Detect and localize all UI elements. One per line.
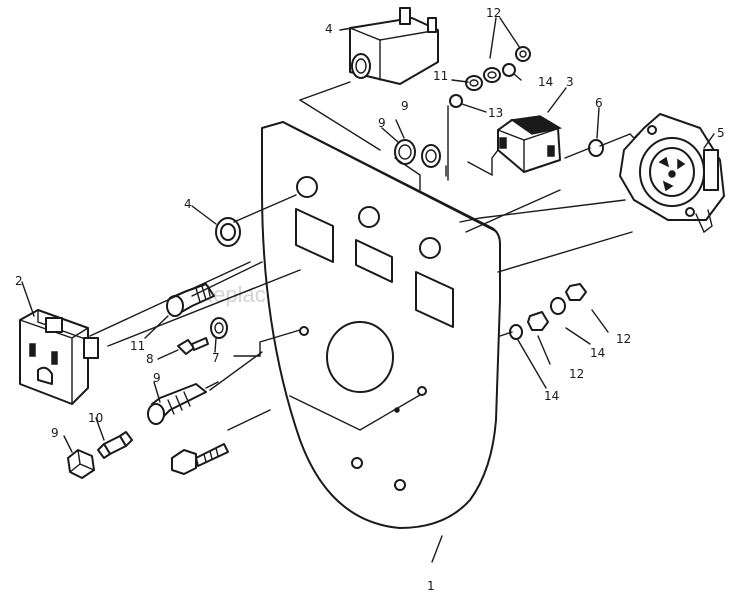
circuit-breaker bbox=[349, 7, 439, 85]
callout-14-lower: 14 bbox=[544, 389, 559, 403]
callout-9-fuse-holder: 9 bbox=[153, 371, 161, 385]
callout-9-knob: 9 bbox=[51, 426, 59, 440]
grommet bbox=[210, 317, 228, 339]
callout-9-top-right: 9 bbox=[401, 99, 409, 113]
callout-9-top-left: 9 bbox=[378, 116, 386, 130]
panel-plate bbox=[261, 121, 501, 529]
leader-lines bbox=[89, 81, 633, 431]
callout-5: 5 bbox=[717, 126, 725, 140]
callout-4-ring-nut: 4 bbox=[184, 197, 192, 211]
callout-12-right: 12 bbox=[616, 332, 631, 346]
callout-11-lamp: 11 bbox=[130, 339, 145, 353]
fuse-holder bbox=[147, 381, 219, 425]
bolt bbox=[171, 443, 229, 475]
callout-7: 7 bbox=[212, 351, 220, 365]
callout-2: 2 bbox=[15, 274, 23, 288]
callouts: 1 2 3 4 4 5 6 7 8 9 9 9 9 10 11 11 12 12… bbox=[15, 6, 725, 593]
callout-1: 1 bbox=[427, 579, 435, 593]
callout-10: 10 bbox=[88, 411, 103, 425]
ring-nut bbox=[215, 217, 241, 247]
callout-14-right: 14 bbox=[590, 346, 605, 360]
twist-lock-receptacle bbox=[619, 113, 725, 234]
callout-4-breaker: 4 bbox=[325, 22, 333, 36]
callout-12-lower: 12 bbox=[569, 367, 584, 381]
fuse bbox=[97, 431, 133, 459]
callout-6: 6 bbox=[595, 96, 603, 110]
top-hardware bbox=[394, 46, 604, 168]
callout-11-top: 11 bbox=[433, 69, 448, 83]
callout-leaders bbox=[21, 17, 715, 563]
right-hardware bbox=[509, 283, 587, 340]
indicator-lamp bbox=[166, 283, 215, 317]
fuse-knob bbox=[67, 449, 95, 479]
callout-12-top: 12 bbox=[486, 6, 501, 20]
callout-8: 8 bbox=[146, 352, 154, 366]
screw bbox=[177, 337, 209, 355]
callout-14-top: 14 bbox=[538, 75, 553, 89]
callout-3: 3 bbox=[566, 75, 574, 89]
rocker-switch bbox=[497, 115, 563, 173]
callout-13: 13 bbox=[488, 106, 503, 120]
duplex-outlet bbox=[19, 309, 99, 405]
